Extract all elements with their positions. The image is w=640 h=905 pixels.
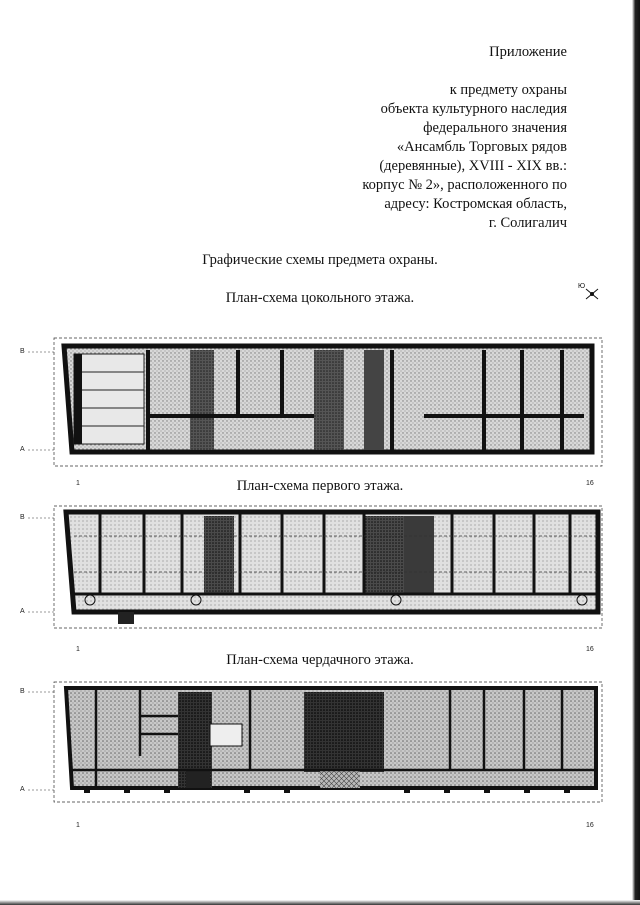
plan-basement: B A 1 16 — [14, 316, 612, 487]
compass-label: Ю — [578, 283, 586, 290]
axis-label-b: B — [20, 514, 25, 521]
axis-label-b: B — [20, 688, 25, 695]
header-line: корпус № 2», расположенного по — [362, 177, 567, 193]
column-label-start: 1 — [76, 480, 80, 487]
axis-label-a: A — [20, 446, 25, 453]
plan-attic: B A 1 16 — [14, 676, 612, 829]
plan-title-attic: План-схема чердачного этажа. — [226, 652, 414, 668]
plan-first-floor: B A 1 16 — [14, 500, 612, 653]
header-line: «Ансамбль Торговых рядов — [396, 139, 567, 155]
header-line: объекта культурного наследия — [380, 101, 567, 117]
compass-icon: Ю — [578, 283, 604, 305]
header-line: адресу: Костромская область, — [384, 196, 567, 212]
axis-label-b: B — [20, 348, 25, 355]
axis-label-a: A — [20, 608, 25, 615]
column-label-end: 16 — [586, 480, 594, 487]
header-line: федерального значения — [423, 120, 567, 136]
scan-edge-bottom — [0, 900, 640, 905]
plan-title-first-floor: План-схема первого этажа. — [236, 478, 404, 494]
axis-label-a: A — [20, 786, 25, 793]
header-line: (деревянные), XVIII - XIX вв.: — [379, 158, 567, 174]
main-title: Графические схемы предмета охраны. — [202, 252, 438, 268]
appendix-title: Приложение — [489, 44, 567, 60]
scan-edge-right — [632, 0, 640, 905]
column-label-end: 16 — [586, 822, 594, 829]
appendix-header: Приложение к предмету охраны объекта кул… — [247, 43, 567, 233]
plan-title-basement: План-схема цокольного этажа. — [225, 290, 415, 306]
header-line: г. Солигалич — [488, 215, 567, 231]
column-label-start: 1 — [76, 646, 80, 653]
header-line: к предмету охраны — [449, 82, 567, 98]
column-label-end: 16 — [586, 646, 594, 653]
column-label-start: 1 — [76, 822, 80, 829]
